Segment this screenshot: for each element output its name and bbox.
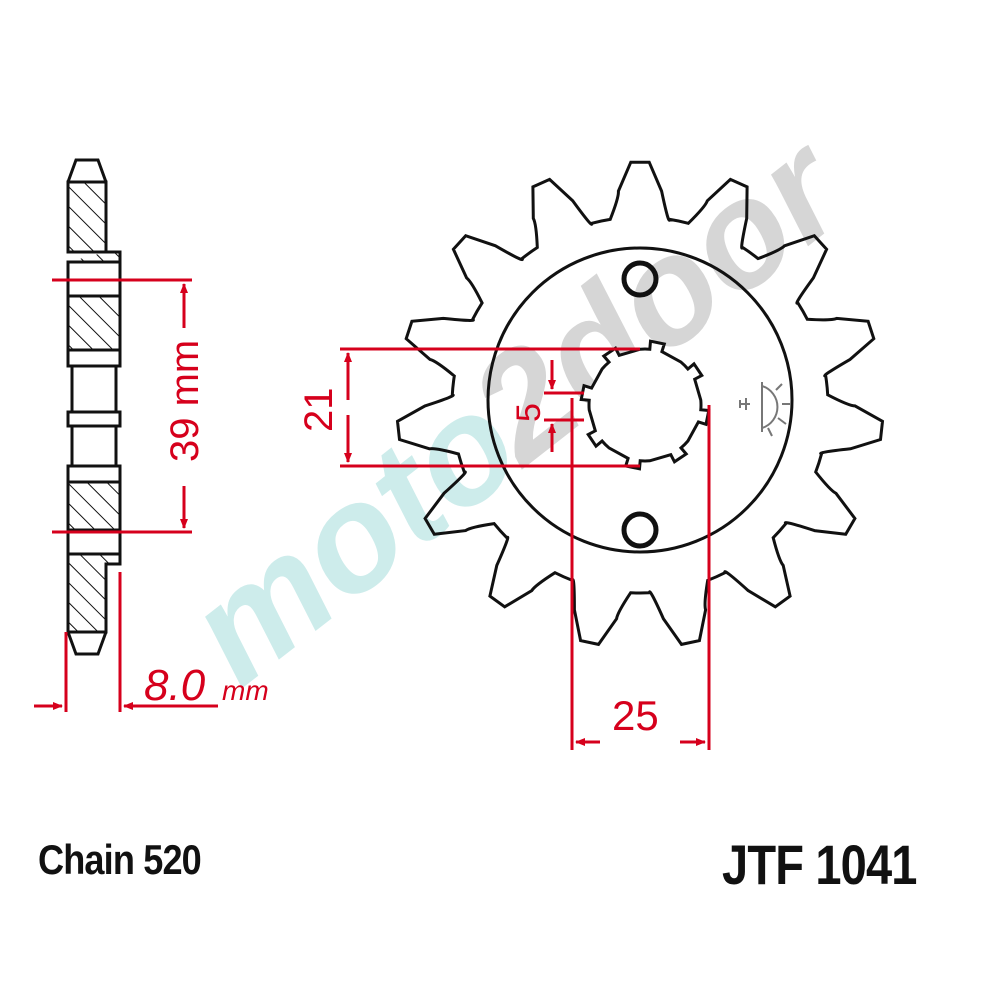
dimension-39mm [52,278,192,534]
bolt-hole-top [621,260,659,298]
dimension-39mm-label: 39 mm [163,340,207,462]
part-number-label: JTF 1041 [722,833,917,896]
dimension-5 [544,360,584,452]
bolt-hole-bottom [621,511,659,549]
dimension-8mm [34,572,218,712]
sprocket-side-view [66,158,122,656]
dimension-5-label: 5 [510,403,548,422]
hub-circle [486,246,794,554]
sprocket-teeth-outline [395,160,885,647]
dimension-8mm-unit: mm [222,675,269,706]
logo-mark-icon [739,382,790,437]
dimension-25 [570,398,711,750]
dimension-8mm-value: 8.0 [144,661,206,710]
dimension-21 [340,347,640,468]
spline-bore [579,339,711,471]
sprocket-front-view [395,160,885,647]
dimension-21-label: 21 [297,388,341,433]
chain-size-label: Chain 520 [38,836,202,883]
dimension-25-label: 25 [612,692,659,739]
